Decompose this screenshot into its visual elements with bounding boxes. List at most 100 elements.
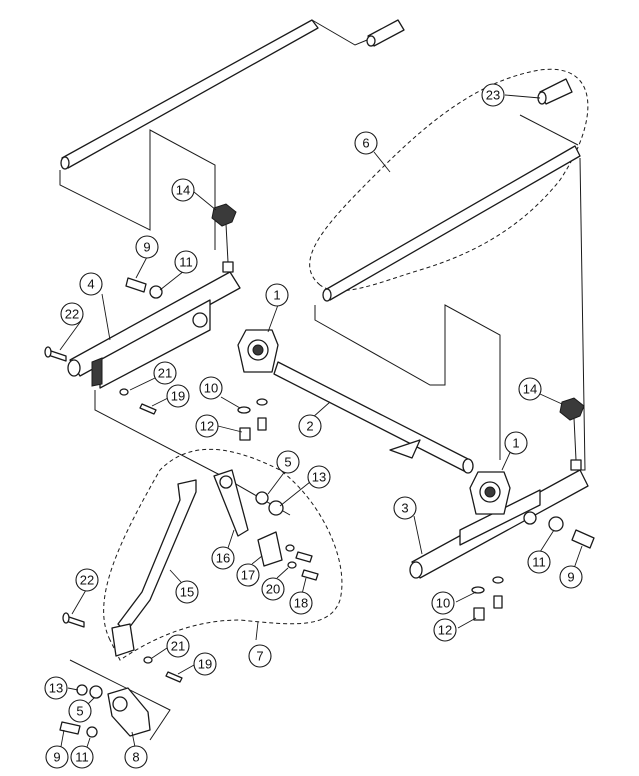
bolt-9-upper (125, 277, 147, 293)
callout-15: 15 (175, 580, 199, 604)
bolt-12-right (473, 607, 485, 621)
callout-14-right: 14 (518, 377, 542, 401)
svg-text:22: 22 (65, 307, 79, 322)
svg-text:19: 19 (171, 389, 185, 404)
svg-text:3: 3 (401, 501, 408, 516)
svg-text:9: 9 (567, 570, 574, 585)
callout-23: 23 (481, 83, 505, 107)
washer-11-lower (86, 726, 98, 738)
svg-text:10: 10 (204, 381, 218, 396)
callout-7: 7 (248, 644, 272, 668)
svg-text:13: 13 (49, 681, 63, 696)
svg-text:14: 14 (523, 382, 537, 397)
callout-13-upper: 13 (307, 465, 331, 489)
callout-17: 17 (236, 563, 260, 587)
callout-11-right: 11 (527, 550, 551, 574)
svg-text:2: 2 (306, 419, 313, 434)
callout-16: 16 (211, 546, 235, 570)
boundary-6 (309, 68, 589, 292)
svg-text:22: 22 (80, 573, 94, 588)
bolt-9-right (571, 529, 595, 549)
callout-21-upper: 21 (153, 361, 177, 385)
svg-text:13: 13 (312, 470, 326, 485)
washer-11-right (548, 516, 564, 532)
callout-13-lower: 13 (44, 676, 68, 700)
bracket-16 (213, 469, 249, 537)
bracket-8 (107, 687, 151, 737)
callout-11-upper: 11 (174, 250, 198, 274)
callout-8: 8 (124, 745, 148, 769)
callout-10-right: 10 (431, 591, 455, 615)
screw-19-upper (139, 403, 157, 415)
svg-text:1: 1 (273, 288, 280, 303)
svg-text:20: 20 (266, 582, 280, 597)
svg-text:16: 16 (216, 551, 230, 566)
ring-13-upper (268, 500, 284, 516)
bushing-5-upper (255, 491, 269, 505)
washer-11-upper (149, 285, 163, 299)
upper-rod-assembly (59, 19, 405, 250)
washer-21-upper (119, 388, 129, 396)
svg-text:11: 11 (75, 750, 89, 765)
washer-20 (285, 544, 295, 552)
callout-1-left: 1 (265, 283, 289, 307)
svg-text:5: 5 (76, 704, 83, 719)
svg-text:10: 10 (436, 596, 450, 611)
svg-text:7: 7 (256, 649, 263, 664)
bearing-1-left (237, 329, 279, 373)
callout-12-left: 12 (195, 414, 219, 438)
bushing-5-lower (89, 685, 103, 699)
callout-9-upper: 9 (135, 235, 159, 259)
shaft-2 (273, 361, 474, 474)
callout-18: 18 (289, 591, 313, 615)
svg-text:18: 18 (294, 596, 308, 611)
svg-text:23: 23 (486, 88, 500, 103)
callout-4: 4 (79, 272, 103, 296)
bolt-9-lower (59, 721, 81, 735)
svg-text:14: 14 (176, 183, 190, 198)
right-rod-assembly (314, 78, 586, 471)
svg-text:21: 21 (158, 366, 172, 381)
washer-10-right (471, 586, 485, 594)
plate-17 (257, 531, 283, 567)
knob-14-right (559, 397, 585, 471)
callout-22-lower: 22 (75, 568, 99, 592)
callout-3: 3 (393, 496, 417, 520)
callout-22-upper: 22 (60, 302, 84, 326)
washer-10-left (237, 406, 251, 414)
callout-5-lower: 5 (68, 699, 92, 723)
callout-6: 6 (354, 131, 378, 155)
callout-9-lower: 9 (45, 745, 69, 769)
washer-21-lower (143, 656, 153, 664)
svg-text:11: 11 (532, 555, 546, 570)
svg-text:1: 1 (512, 436, 519, 451)
svg-text:9: 9 (143, 240, 150, 255)
leader-lines (59, 94, 583, 757)
screw-19-lower (165, 671, 183, 683)
bearing-1-right (469, 471, 511, 515)
svg-text:5: 5 (284, 455, 291, 470)
svg-text:11: 11 (179, 255, 193, 270)
callout-19-lower: 19 (193, 652, 217, 676)
svg-text:17: 17 (241, 568, 255, 583)
bolt-12-left (239, 427, 251, 441)
callout-20: 20 (261, 577, 285, 601)
callout-5-upper: 5 (276, 450, 300, 474)
callout-2: 2 (298, 414, 322, 438)
boundary-7 (103, 448, 343, 661)
callout-9-right: 9 (559, 565, 583, 589)
svg-text:19: 19 (198, 657, 212, 672)
callout-21-lower: 21 (166, 634, 190, 658)
left-crossbar (67, 271, 291, 516)
callout-14-upper: 14 (171, 178, 195, 202)
screw-18 (301, 569, 319, 581)
svg-text:15: 15 (180, 585, 194, 600)
right-crossbar (409, 469, 589, 579)
callout-10-left: 10 (199, 376, 223, 400)
callout-19-upper: 19 (166, 384, 190, 408)
ring-13-lower (76, 684, 88, 696)
pedal-arm-15 (111, 479, 197, 657)
lower-frame-line (69, 659, 171, 741)
svg-text:6: 6 (362, 136, 369, 151)
